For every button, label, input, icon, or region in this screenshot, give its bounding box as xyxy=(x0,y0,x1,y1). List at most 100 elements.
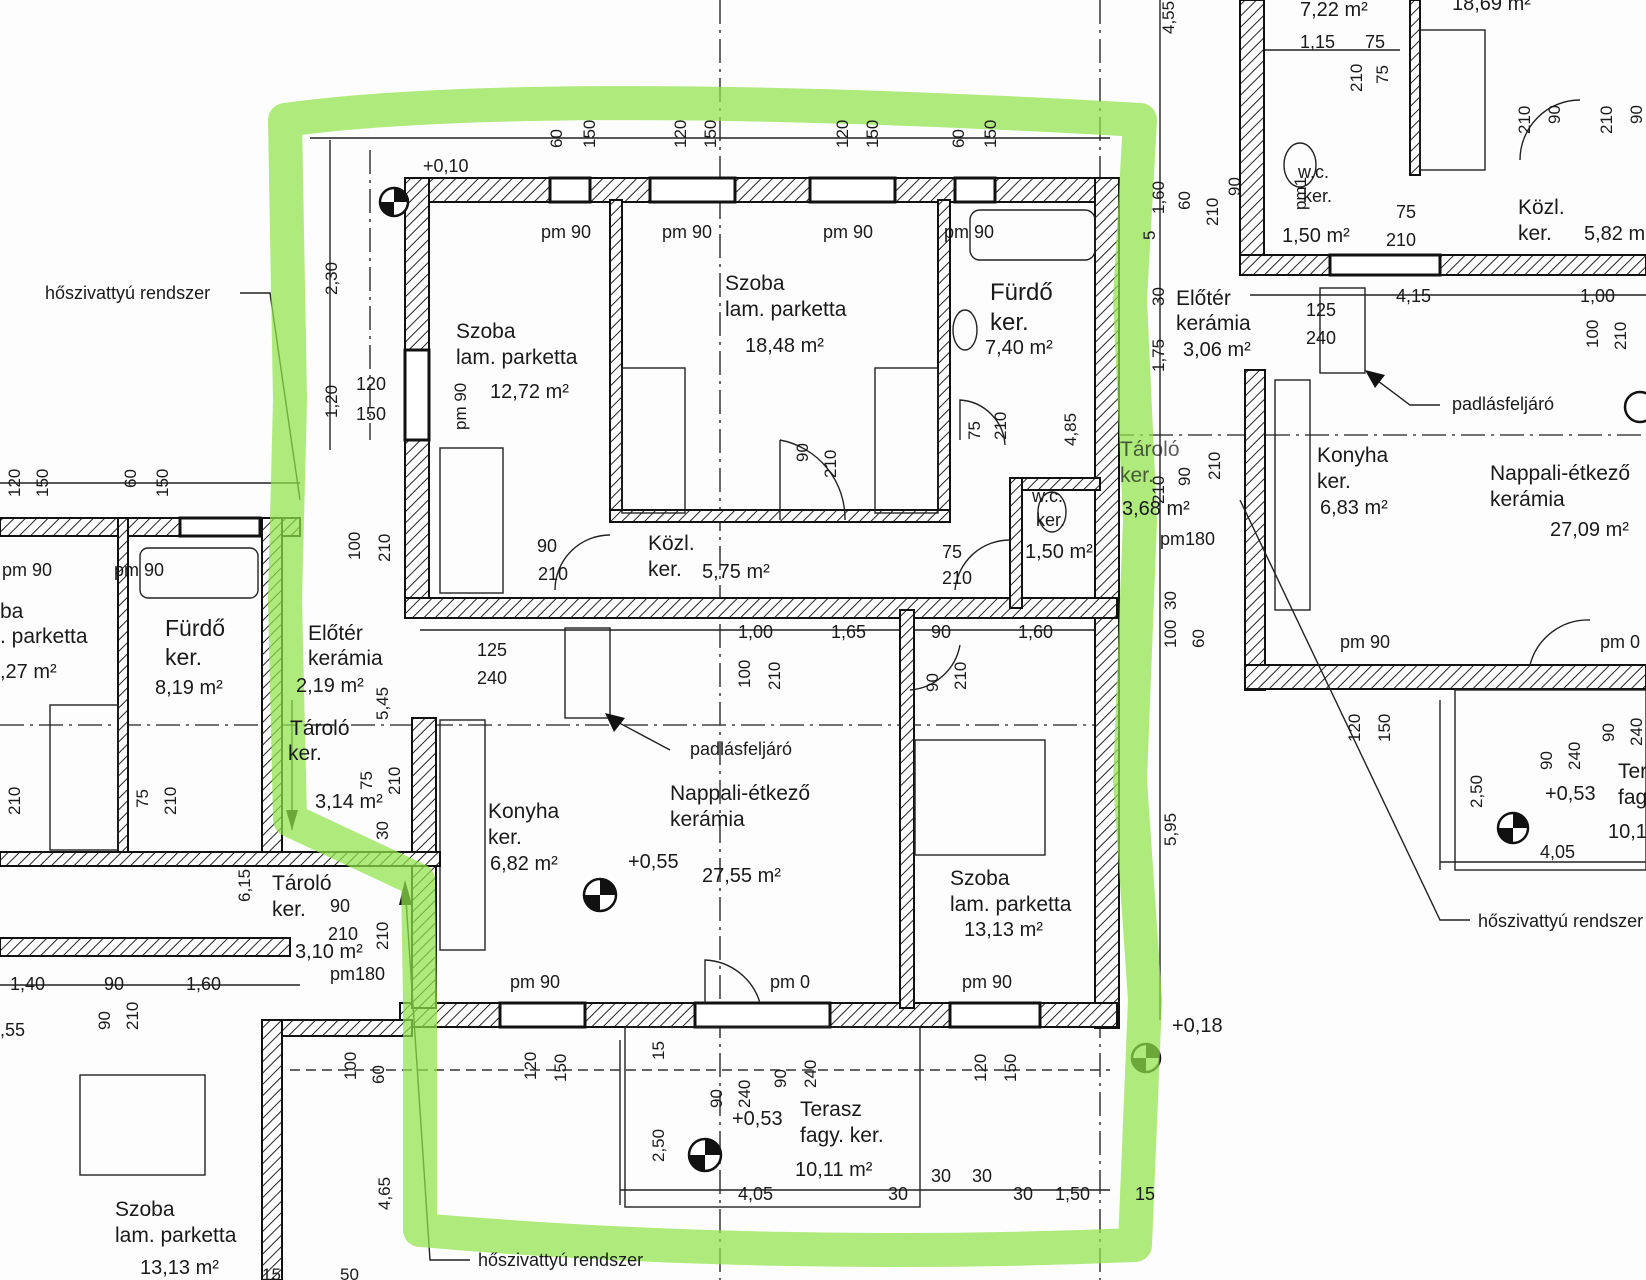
dimension-label: 150 xyxy=(153,469,172,497)
dimension-label: 60 xyxy=(949,129,968,148)
dimension-label: 75 xyxy=(133,789,152,808)
dimension-label: 210 xyxy=(765,662,784,690)
dimension-label: 150 xyxy=(356,404,386,424)
room-bathroom: Fürdő ker. 7,40 m² xyxy=(985,279,1053,359)
annotation-attic-access: padlásfeljáró xyxy=(690,739,792,759)
room-name: Közl. xyxy=(648,532,695,555)
dimension-label: 4,15 xyxy=(1396,286,1431,306)
dimension-label: 15 xyxy=(262,1265,281,1280)
dimension-label: 210 xyxy=(538,564,568,584)
dimension-label: 150 xyxy=(551,1054,570,1082)
dimension-label: 100 xyxy=(341,1052,360,1080)
room-name: Nappali-étkező xyxy=(670,782,810,805)
dimension-label: 90 xyxy=(104,974,124,994)
room-area: 5,75 m² xyxy=(702,561,770,583)
room-floor: lam. parketta xyxy=(456,346,578,369)
room-floor: fagy. ker. xyxy=(800,1124,884,1147)
dimension-label: 90 xyxy=(1545,105,1564,124)
room-floor: ker. xyxy=(488,826,522,849)
room-right-storage: Tároló ker. 3,68 m² xyxy=(1120,438,1190,520)
dimension-label: 210 xyxy=(385,767,404,795)
room-right-terrace: Ter fag 10,1 xyxy=(1608,760,1646,843)
room-area: 10,11 m² xyxy=(795,1159,873,1181)
dimension-label: 15 xyxy=(1135,1184,1155,1204)
dimension-label: 75 xyxy=(942,542,962,562)
dimension-label: 4,05 xyxy=(738,1184,773,1204)
dimension-label: 60 xyxy=(547,129,566,148)
room-floor: ker. xyxy=(288,742,322,765)
dimension-label: 1,60 xyxy=(186,974,221,994)
dimension-label: 6,15 xyxy=(235,869,254,902)
dimension-label: 5 xyxy=(1140,231,1159,240)
dimension-label: 75 xyxy=(1373,65,1392,84)
annotation-heat-pump-left: hőszivattyú rendszer xyxy=(45,283,210,303)
room-floor: ker. xyxy=(165,644,202,670)
dimension-label: 90 xyxy=(95,1011,114,1030)
dimension-label: 210 xyxy=(123,1002,142,1030)
room-name: Szoba xyxy=(725,272,785,295)
dimension-label: 100 xyxy=(1161,620,1180,648)
dimension-label: 4,55 xyxy=(1159,1,1178,34)
dimension-label: 90 xyxy=(1175,467,1194,486)
room-floor: lam. parketta xyxy=(725,298,847,321)
highlight-outline xyxy=(268,86,1162,1267)
room-name: Tároló xyxy=(1120,438,1180,461)
room-floor: kerámia xyxy=(1490,488,1565,511)
dimension-label: 210 xyxy=(1386,230,1416,250)
dimension-label: ,55 xyxy=(0,1020,25,1040)
room-floor: ker. xyxy=(990,309,1029,336)
room-area: 13,13 m² xyxy=(964,919,1043,941)
dimension-label: 15 xyxy=(649,1041,668,1060)
room-name: Nappali-étkező xyxy=(1490,462,1630,485)
room-bedroom-east: Szoba lam. parketta 13,13 m² xyxy=(950,867,1072,941)
room-floor: ker. xyxy=(272,898,306,921)
room-floor: ker. xyxy=(1036,510,1065,530)
dimension-label: 120 xyxy=(521,1052,540,1080)
dimension-label: 30 xyxy=(931,1166,951,1186)
room-name: Előtér xyxy=(1176,287,1231,310)
dimension-label: 50 xyxy=(340,1265,359,1280)
room-right-wc: w.c. ker. 1,50 m² xyxy=(1282,162,1350,247)
dimension-label: 125 xyxy=(477,640,507,660)
dimension-labels: pm 90 pm 90 pm 90 pm 90 120 150 90 210 7… xyxy=(0,32,1640,1204)
dimension-label: 1,75 xyxy=(1149,339,1168,372)
room-name: w.c. xyxy=(1297,162,1329,182)
dimension-label: 120 xyxy=(356,374,386,394)
room-entry: Előtér kerámia 2,19 m² xyxy=(296,622,383,697)
room-area: 3,14 m² xyxy=(315,791,383,813)
room-area: ,27 m² xyxy=(0,661,57,683)
room-floor: kerámia xyxy=(1176,312,1251,335)
dimension-label: 5,95 xyxy=(1161,813,1180,846)
dimension-label: pm180 xyxy=(1160,529,1215,549)
dimension-label: 2,50 xyxy=(1467,775,1486,808)
dimension-label: pm 90 xyxy=(962,972,1012,992)
room-hallway: Közl. ker. 5,75 m² xyxy=(648,532,770,583)
dimension-label: 1,60 xyxy=(1018,622,1053,642)
room-kitchen: Konyha ker. 6,82 m² xyxy=(488,800,560,875)
terrace-outline xyxy=(290,689,1646,1208)
dimension-label: 90 xyxy=(793,443,812,462)
room-floor: fag xyxy=(1618,786,1646,809)
dimension-label: 120 xyxy=(833,120,852,148)
dimension-label: 150 xyxy=(701,120,720,148)
dimension-label: 210 xyxy=(1611,322,1630,350)
annotation-heat-pump-bottom: hőszivattyú rendszer xyxy=(478,1250,643,1270)
dimension-label: 90 xyxy=(931,622,951,642)
room-name: Szoba xyxy=(115,1198,175,1221)
dimension-label: 30 xyxy=(888,1184,908,1204)
room-name: Fürdő xyxy=(165,615,225,641)
dimension-label: 75 xyxy=(965,421,984,440)
dimension-label: 210 xyxy=(375,534,394,562)
room-name: Tároló xyxy=(290,717,350,740)
dimension-label: 30 xyxy=(972,1166,992,1186)
room-wc: w.c. ker. 1,50 m² xyxy=(1025,486,1093,563)
dimension-label: 1,60 xyxy=(1149,181,1168,214)
level-label-top: +0,10 xyxy=(423,156,469,176)
room-area: 1,50 m² xyxy=(1282,225,1350,247)
dimension-label: 240 xyxy=(1565,742,1584,770)
dimension-label: 120 xyxy=(971,1054,990,1082)
room-left-bedroom-bottom: Szoba lam. parketta 13,13 m² xyxy=(115,1198,237,1279)
dimension-label: 240 xyxy=(1627,718,1646,746)
dimension-label: 210 xyxy=(1347,64,1366,92)
dimension-label: pm1 xyxy=(1291,177,1310,210)
